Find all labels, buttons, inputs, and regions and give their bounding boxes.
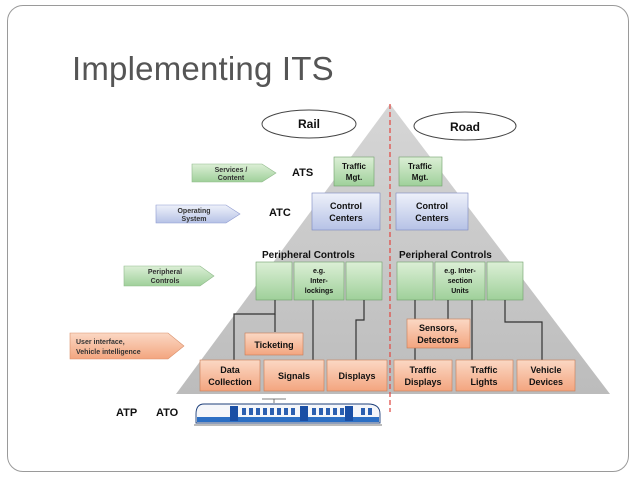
arrow-peripheral-controls-line2: Controls <box>151 278 180 285</box>
arrow-user-interface-line2: Vehicle intelligence <box>76 349 141 356</box>
rail-signals-label: Signals <box>278 371 310 381</box>
ato-label: ATO <box>156 407 179 419</box>
rail-interlockings-line1: e.g. <box>313 268 325 275</box>
atp-label: ATP <box>116 407 137 419</box>
rail-ticketing-box <box>244 332 304 356</box>
rail-peripheral-box-3 <box>345 261 383 301</box>
rail-interlockings-box <box>293 261 345 301</box>
arrow-peripheral-controls <box>123 265 215 287</box>
road-ellipse <box>413 111 517 141</box>
train-window <box>312 408 316 415</box>
road-traffic-lights-line1: Traffic <box>470 365 497 375</box>
road-control-centers-line2: Centers <box>415 213 449 223</box>
train-window <box>333 408 337 415</box>
rail-signals-box <box>263 359 325 392</box>
road-peripheral-box-1 <box>396 261 434 301</box>
arrow-operating-system-line1: Operating <box>177 208 210 215</box>
arrow-operating-system <box>155 204 241 224</box>
road-sensors-box <box>406 318 471 349</box>
road-traffic-displays-line1: Traffic <box>409 365 436 375</box>
rail-data-collection-box <box>199 359 261 392</box>
road-traffic-lights-box <box>455 359 514 392</box>
rail-traffic-mgt-box <box>333 156 375 187</box>
train-window <box>326 408 330 415</box>
train-window <box>291 408 295 415</box>
rail-displays-box <box>326 359 388 392</box>
train-window <box>340 408 344 415</box>
road-vehicle-devices-line1: Vehicle <box>530 365 561 375</box>
road-sensors-line1: Sensors, <box>419 323 457 333</box>
rail-control-centers-line2: Centers <box>329 213 363 223</box>
train-window <box>284 408 288 415</box>
arrow-services-content <box>191 163 277 183</box>
rail-interlockings-line2: Inter- <box>310 278 328 285</box>
arrow-operating-system-line2: System <box>182 216 207 223</box>
arrow-user-interface-line1: User interface, <box>76 339 125 346</box>
road-intersection-units-box <box>434 261 486 301</box>
road-traffic-mgt-line2: Mgt. <box>412 173 428 182</box>
slide-title: Implementing ITS <box>72 50 334 87</box>
road-traffic-displays-box <box>393 359 453 392</box>
train-window <box>368 408 372 415</box>
train-window <box>361 408 365 415</box>
rail-interlockings-line3: lockings <box>305 288 334 295</box>
rail-label: Rail <box>298 117 320 131</box>
arrow-user-interface <box>69 332 185 360</box>
road-sensors-line2: Detectors <box>417 335 459 345</box>
train-window <box>256 408 260 415</box>
road-traffic-displays-line2: Displays <box>404 377 441 387</box>
rail-data-collection-line1: Data <box>220 365 241 375</box>
rail-data-collection-line2: Collection <box>208 377 252 387</box>
road-peripheral-box-3 <box>486 261 524 301</box>
peripheral-controls-rail-label: Peripheral Controls <box>262 250 355 261</box>
road-traffic-lights-line2: Lights <box>471 377 498 387</box>
road-control-centers-line1: Control <box>416 201 448 211</box>
arrow-services-content-line2: Content <box>218 175 245 182</box>
road-traffic-mgt-box <box>398 156 443 187</box>
train-window <box>242 408 246 415</box>
pyramid-background <box>176 104 610 394</box>
train-window <box>263 408 267 415</box>
road-intersection-units-line1: e.g. Inter- <box>444 268 476 275</box>
rail-ticketing-label: Ticketing <box>254 340 293 350</box>
arrow-services-content-line1: Services / <box>215 167 248 174</box>
rail-control-centers-line1: Control <box>330 201 362 211</box>
road-vehicle-devices-box <box>516 359 576 392</box>
road-label: Road <box>450 120 480 134</box>
ats-label: ATS <box>292 167 313 179</box>
road-vehicle-devices-line2: Devices <box>529 377 563 387</box>
peripheral-controls-road-label: Peripheral Controls <box>399 250 492 261</box>
road-intersection-units-line3: Units <box>451 288 469 295</box>
rail-peripheral-box-1 <box>255 261 293 301</box>
train-window <box>270 408 274 415</box>
rail-ellipse <box>261 109 357 139</box>
atc-label: ATC <box>269 207 291 219</box>
rail-traffic-mgt-line1: Traffic <box>342 162 367 171</box>
train-window <box>249 408 253 415</box>
road-control-centers-box <box>395 192 469 231</box>
arrow-peripheral-controls-line1: Peripheral <box>148 269 182 276</box>
rail-control-centers-box <box>311 192 381 231</box>
road-traffic-mgt-line1: Traffic <box>408 162 433 171</box>
train-window <box>277 408 281 415</box>
road-intersection-units-line2: section <box>448 278 473 285</box>
train-icon <box>194 398 382 426</box>
rail-traffic-mgt-line2: Mgt. <box>346 173 362 182</box>
rail-displays-label: Displays <box>338 371 375 381</box>
train-window <box>319 408 323 415</box>
